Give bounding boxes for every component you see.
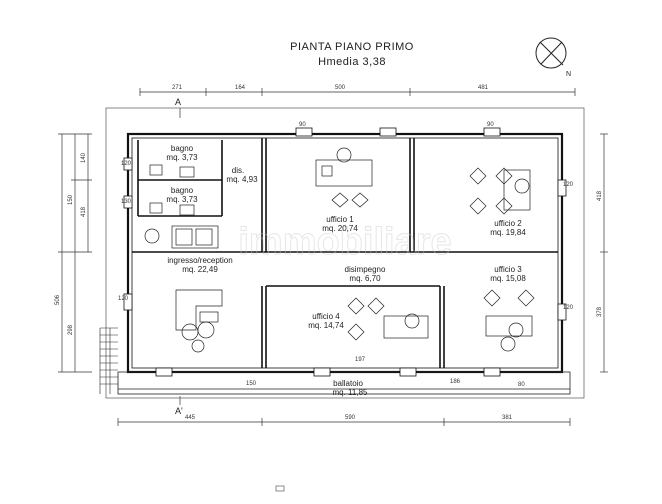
dim-top-3: 500 (335, 85, 346, 91)
dim-inner-9: 150 (246, 381, 257, 387)
dim-inner-10: 90 (487, 122, 494, 128)
dim-inner-4: 120 (563, 305, 574, 311)
office-3-furniture (483, 289, 535, 352)
room-dis-name: dis. (232, 166, 244, 175)
interior-walls (132, 138, 558, 368)
room-bagno-2-area: mq. 3,73 (166, 195, 198, 204)
left-dimension-lines (58, 133, 92, 373)
section-marker-a: A (175, 97, 181, 107)
watermark: immobiliare (238, 221, 451, 263)
room-ufficio-3-area: mq. 15,08 (490, 274, 526, 283)
dim-inner-11: 80 (518, 382, 525, 388)
dim-bottom-3: 381 (502, 415, 513, 421)
room-ballatoio-name: ballatoio (333, 379, 363, 388)
office-4-furniture (347, 297, 429, 341)
windows (123, 127, 567, 377)
room-ufficio-3-name: ufficio 3 (494, 265, 522, 274)
dim-inner-6: 120 (118, 296, 129, 302)
dim-right-2: 378 (597, 306, 603, 317)
room-ballatoio-area: mq. 11,85 (333, 388, 369, 397)
right-dimension-line (600, 133, 608, 373)
room-dis-area: mq. 4,93 (226, 175, 258, 184)
room-ufficio-1-name: ufficio 1 (326, 215, 354, 224)
dim-inner-7: 197 (355, 357, 366, 363)
dim-right-1: 418 (597, 190, 603, 201)
reception-furniture (175, 289, 223, 353)
room-disimpegno-name: disimpegno (345, 265, 386, 274)
dim-left-1: 140 (81, 152, 87, 163)
room-ufficio-4-area: mq. 14,74 (308, 321, 344, 330)
bathroom-fixtures (144, 164, 219, 249)
dim-left-2: 150 (68, 194, 74, 205)
room-bagno-1-name: bagno (171, 144, 194, 153)
room-ufficio-2-area: mq. 19,84 (490, 228, 526, 237)
dim-top-2: 164 (235, 85, 246, 91)
dim-inner-1: 120 (121, 161, 132, 167)
bottom-dimension-line (117, 418, 571, 426)
room-ingresso-name: ingresso/reception (167, 256, 232, 265)
section-marker-a-prime: A' (175, 406, 183, 416)
site-boundary (105, 107, 585, 399)
exterior-staircase (99, 327, 118, 394)
room-disimpegno-area: mq. 6,70 (349, 274, 381, 283)
dim-bottom-2: 590 (345, 415, 356, 421)
dim-bottom-1: 445 (185, 415, 196, 421)
dim-inner-2: 130 (121, 199, 132, 205)
dim-inner-5: 90 (299, 122, 306, 128)
office-2-furniture (469, 167, 531, 215)
room-ufficio-2-name: ufficio 2 (494, 219, 522, 228)
room-bagno-1-area: mq. 3,73 (166, 153, 198, 162)
dim-left-5: 298 (68, 324, 74, 335)
plan-title: PIANTA PIANO PRIMO (290, 41, 414, 53)
top-dimension-line (139, 88, 576, 96)
compass-letter: N (566, 71, 571, 78)
office-1-furniture (315, 147, 373, 208)
balcony (117, 371, 571, 395)
room-ufficio-4-name: ufficio 4 (312, 312, 340, 321)
dim-top-4: 481 (478, 85, 489, 91)
dim-left-4: 506 (55, 294, 61, 305)
room-ingresso-area: mq. 22,49 (182, 265, 218, 274)
dim-left-3: 418 (81, 206, 87, 217)
dim-top-1: 271 (172, 85, 183, 91)
room-ufficio-1-area: mq. 20,74 (322, 224, 358, 233)
plan-subtitle: Hmedia 3,38 (318, 56, 386, 68)
dim-inner-3: 120 (563, 182, 574, 188)
compass-icon: N (535, 37, 571, 78)
room-bagno-2-name: bagno (171, 186, 194, 195)
dim-inner-8: 186 (450, 379, 461, 385)
scale-marker (275, 485, 285, 492)
